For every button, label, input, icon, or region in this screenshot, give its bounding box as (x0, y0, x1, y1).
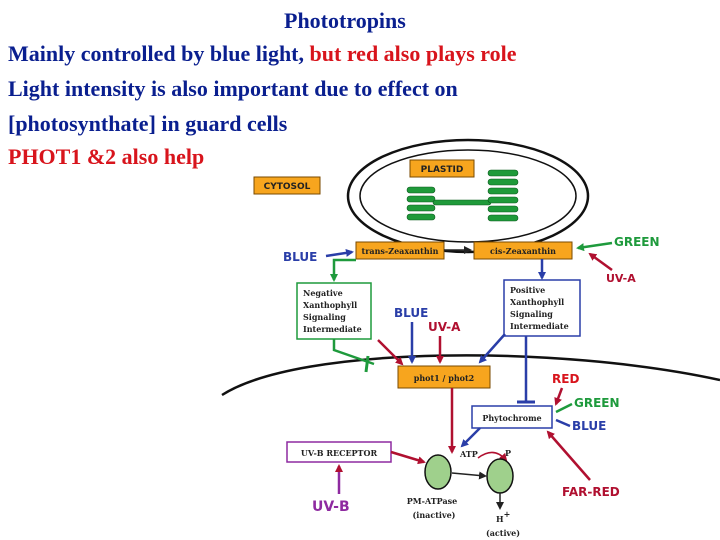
bullet-line-1: Mainly controlled by blue light, but red… (8, 42, 517, 66)
blue-positive-to-phot (478, 333, 506, 364)
pm-atpase-label: PM-ATPase (407, 496, 458, 506)
far-red-arrow (546, 430, 591, 481)
red-arrow (554, 387, 564, 406)
green-label-top: GREEN (614, 235, 660, 249)
plastid-label-box (409, 159, 475, 178)
phot-box (397, 365, 491, 389)
cis-zeaxanthin-box (473, 241, 573, 260)
cytosol-label-box (253, 176, 321, 195)
phytochrome-box (471, 405, 553, 429)
blue-arrow-right (555, 418, 571, 428)
uva-arrow-top (588, 252, 613, 272)
blue-label-right: BLUE (572, 419, 606, 433)
bullet-line-1-blue: Mainly controlled by blue light, (8, 41, 310, 66)
atp-label: ATP (459, 449, 478, 459)
atp-to-p-arrow (477, 451, 508, 462)
uva-label-mid: UV-A (428, 320, 461, 334)
activation-arrow (451, 471, 487, 480)
red-label: RED (552, 372, 579, 386)
blue-label-mid: BLUE (394, 306, 428, 320)
bullet-line-3: [photosynthate] in guard cells (8, 111, 288, 136)
green-arrow-top (576, 241, 613, 252)
negative-box-line-1: Negative (303, 288, 343, 298)
uvb-receptor-label: UV-B RECEPTOR (301, 448, 378, 458)
far-red-label: FAR-RED (562, 485, 620, 499)
phytochrome-to-atpase (460, 427, 481, 448)
green-path-to-negative (330, 258, 356, 282)
positive-box-line-2: Xanthophyll (510, 297, 564, 307)
negative-box-line-4: Intermediate (303, 324, 362, 334)
positive-box-line-4: Intermediate (510, 321, 569, 331)
positive-box-line-1: Positive (510, 285, 545, 295)
phytochrome-label: Phytochrome (482, 413, 541, 423)
uva-label-top: UV-A (606, 272, 636, 285)
blue-arrow-left (325, 248, 354, 258)
bullet-line-4: PHOT1 &2 also help (8, 144, 205, 169)
uvb-label: UV-B (312, 499, 350, 515)
cytosol-label: CYTOSOL (264, 182, 311, 192)
bullet-line-1-red: but red also plays role (309, 41, 517, 66)
negative-box-line-2: Xanthophyll (303, 300, 357, 310)
phot-label: phot1 / phot2 (414, 373, 475, 383)
pm-atpase-active-oval (486, 458, 514, 494)
plastid-label: PLASTID (421, 165, 464, 175)
green-inhibitor-bar (364, 355, 370, 373)
negative-box-line-3: Signaling (303, 312, 346, 322)
inactive-label: (inactive) (413, 510, 456, 520)
h-plus-label: H+ (496, 509, 510, 524)
uvb-receptor-to-atpase (390, 450, 426, 465)
plastid-organelle (346, 138, 590, 254)
positive-intermediate-box (503, 279, 581, 337)
positive-box-line-3: Signaling (510, 309, 553, 319)
green-inhibitor-line (332, 339, 375, 366)
red-arrow-into-phot (377, 339, 404, 366)
pm-atpase-inactive-oval (424, 454, 452, 490)
active-label: (active) (486, 528, 520, 538)
slide-title: Phototropins (284, 8, 406, 33)
green-inhibitor-right (555, 402, 573, 414)
negative-intermediate-box (296, 282, 372, 340)
cis-zeaxanthin-label: cis-Zeaxanthin (490, 246, 556, 256)
trans-zeaxanthin-label: trans-Zeaxanthin (362, 246, 439, 256)
blue-label-left: BLUE (283, 250, 317, 264)
green-label-right: GREEN (574, 396, 620, 410)
p-label: P (505, 448, 511, 458)
bullet-line-2: Light intensity is also important due to… (8, 76, 458, 101)
